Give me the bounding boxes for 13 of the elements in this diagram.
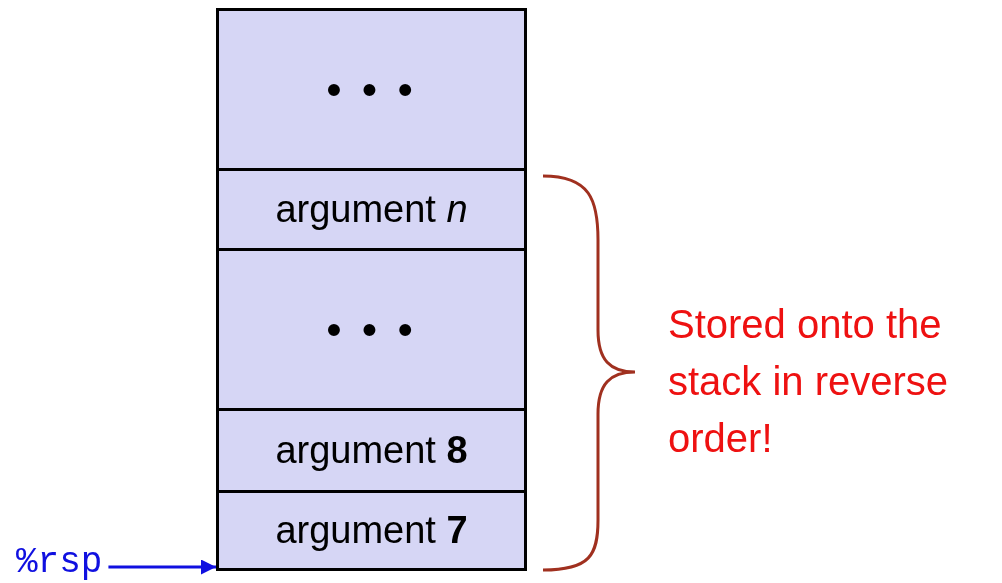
stack-cell [216, 408, 527, 493]
ellipsis-cell [216, 8, 527, 171]
stack-cell [216, 490, 527, 571]
arrow [108, 559, 216, 575]
ellipsis-text: • • • [326, 304, 417, 355]
cell-text: argument 8 [275, 429, 468, 472]
cell-text: argument n [275, 188, 468, 231]
ellipsis-cell [216, 248, 527, 411]
ellipsis-text: • • • [326, 64, 417, 115]
register-label: %rsp [16, 542, 103, 583]
annotation-text: Stored onto the stack in reverse order! [668, 301, 950, 462]
stack-cell [216, 168, 527, 251]
cell-text: argument 7 [275, 509, 468, 552]
